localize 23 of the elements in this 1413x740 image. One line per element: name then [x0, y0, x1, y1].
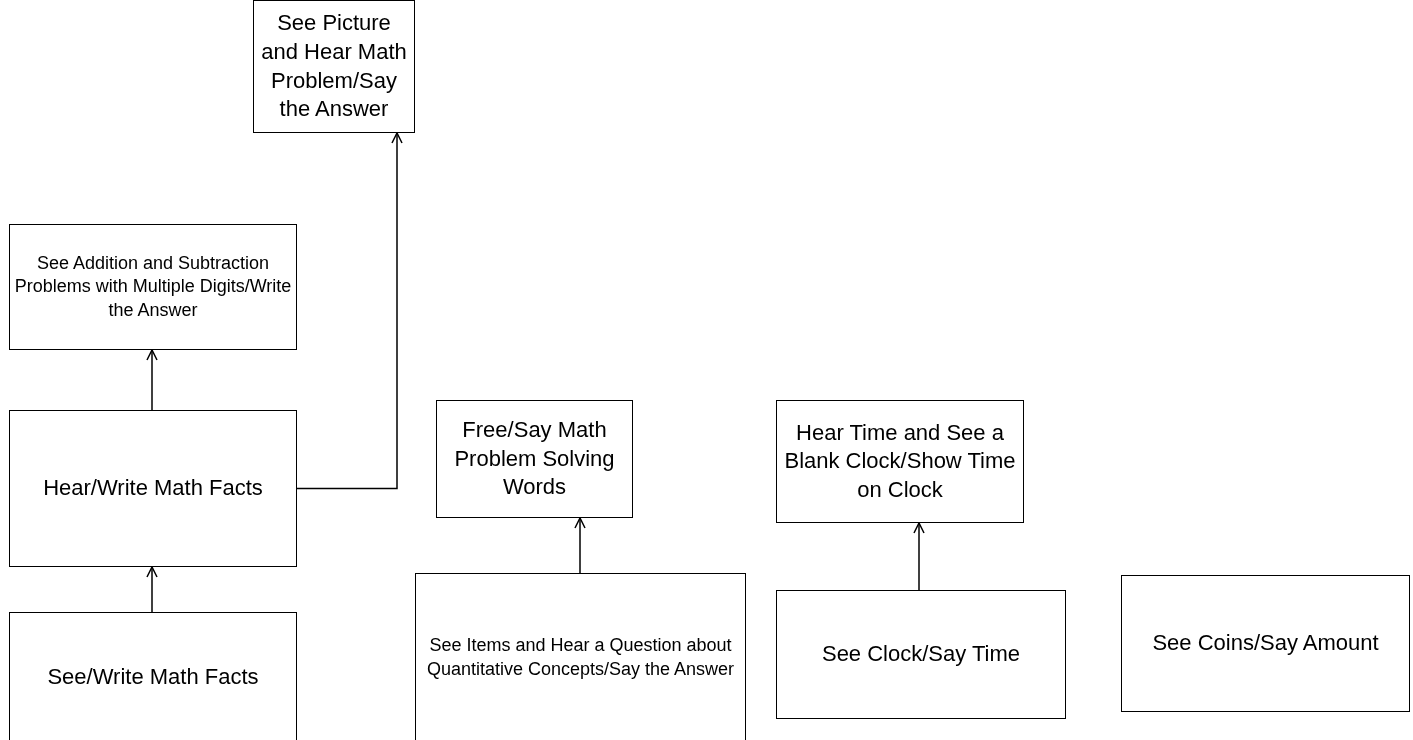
box-label: Hear Time and See a Blank Clock/Show Time on Clock [783, 418, 1017, 504]
arrow [913, 522, 925, 591]
box-label: Free/Say Math Problem Solving Words [453, 416, 616, 502]
box-label: See Coins/Say Amount [1152, 629, 1379, 658]
process-box [776, 400, 1024, 523]
process-box [776, 590, 1066, 719]
process-box [9, 224, 297, 350]
process-box [415, 573, 746, 740]
box-label: See Items and Hear a Question about Quantitative Concepts/Say the Answer [425, 634, 736, 681]
process-box [9, 612, 297, 740]
box-label: Hear/Write Math Facts [43, 474, 263, 503]
process-box [436, 400, 633, 518]
arrow [146, 349, 158, 411]
box-label: See Picture and Hear Math Problem/Say the Answer [260, 9, 408, 124]
process-box [9, 410, 297, 567]
process-box [253, 0, 415, 133]
box-label: See Addition and Subtraction Problems with Multiple Digits/Write the Answer [14, 251, 292, 322]
arrow [146, 566, 158, 613]
process-box [1121, 575, 1410, 712]
arrow [574, 517, 586, 574]
box-label: See Clock/Say Time [821, 640, 1021, 669]
arrow [296, 132, 403, 490]
box-label: See/Write Math Facts [47, 662, 259, 691]
